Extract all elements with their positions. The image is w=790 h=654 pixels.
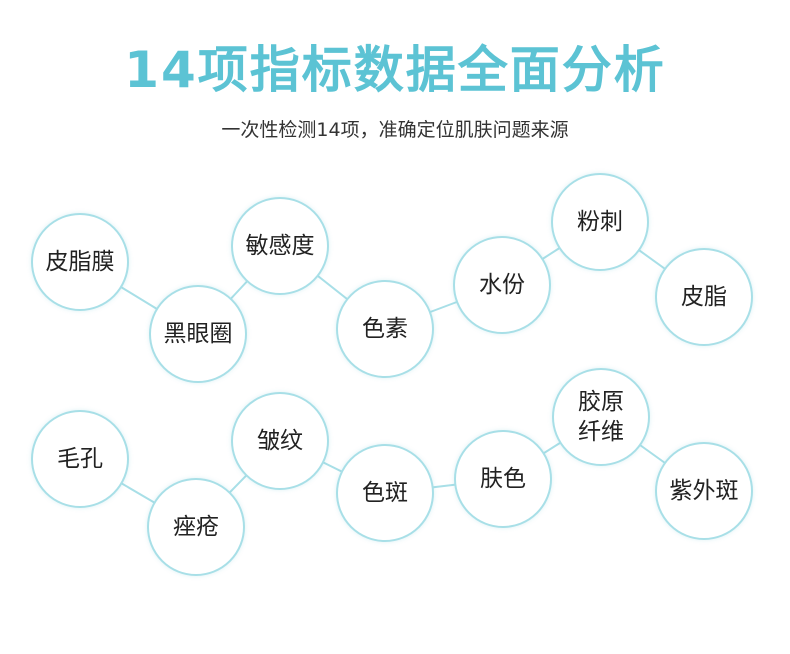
indicator-circle-wrinkles: 皱纹 bbox=[231, 392, 329, 490]
indicator-label: 紫外斑 bbox=[669, 478, 739, 504]
indicator-circle-sensitivity: 敏感度 bbox=[231, 197, 329, 295]
page-title: 14项指标数据全面分析 bbox=[124, 41, 666, 99]
indicator-label: 皱纹 bbox=[257, 428, 303, 454]
indicator-circle-skin-tone: 肤色 bbox=[454, 430, 552, 528]
indicator-circle-dark-circles: 黑眼圈 bbox=[149, 285, 247, 383]
indicator-circle-acne: 痤疮 bbox=[147, 478, 245, 576]
indicator-label: 痤疮 bbox=[173, 514, 219, 540]
indicator-circle-spots: 色斑 bbox=[336, 444, 434, 542]
indicator-label: 肤色 bbox=[480, 466, 526, 492]
indicator-label: 黑眼圈 bbox=[163, 321, 233, 347]
indicator-label: 色斑 bbox=[362, 480, 408, 506]
indicator-label: 水份 bbox=[479, 272, 525, 298]
indicator-circle-uv-spots: 紫外斑 bbox=[655, 442, 753, 540]
indicator-label: 皮脂 bbox=[681, 284, 727, 310]
page-subtitle: 一次性检测14项，准确定位肌肤问题来源 bbox=[221, 119, 569, 141]
indicator-label: 色素 bbox=[362, 316, 408, 342]
indicator-label: 粉刺 bbox=[577, 209, 623, 235]
indicator-label: 敏感度 bbox=[245, 233, 315, 259]
indicator-circle-pores: 毛孔 bbox=[31, 410, 129, 508]
indicator-label: 皮脂膜 bbox=[45, 249, 115, 275]
indicator-circle-sebum: 皮脂 bbox=[655, 248, 753, 346]
indicator-label: 毛孔 bbox=[57, 446, 103, 472]
indicator-circle-collagen-fiber: 胶原 纤维 bbox=[552, 368, 650, 466]
indicator-label: 胶原 纤维 bbox=[578, 389, 624, 445]
indicator-circle-sebum-film: 皮脂膜 bbox=[31, 213, 129, 311]
indicator-circle-acne-comedones: 粉刺 bbox=[551, 173, 649, 271]
indicator-circle-moisture: 水份 bbox=[453, 236, 551, 334]
indicator-circle-pigment: 色素 bbox=[336, 280, 434, 378]
